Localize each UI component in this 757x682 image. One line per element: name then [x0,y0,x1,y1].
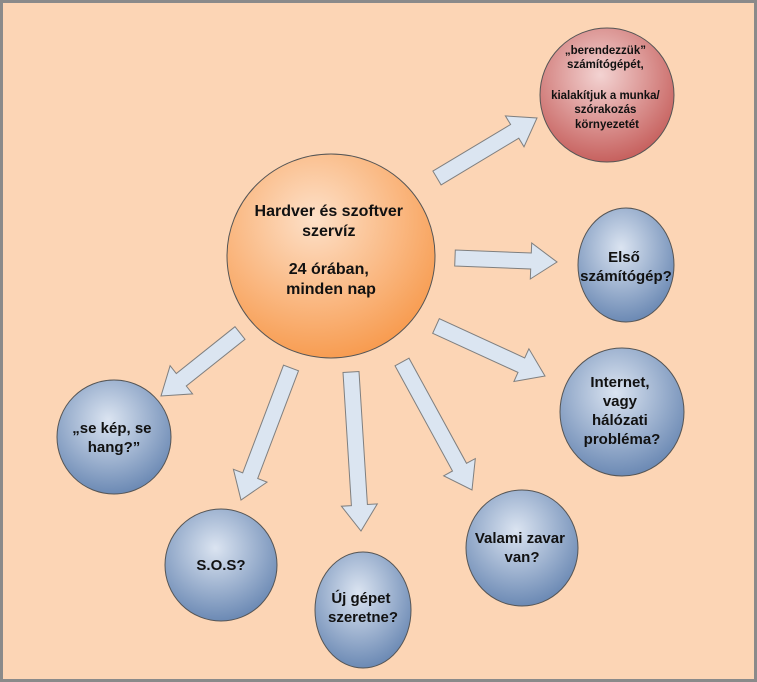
node-circle [314,551,412,669]
node-line: hang?” [88,439,141,456]
node-valami: Valami zavar van? [465,489,579,607]
node-berendezzuk: „berendezzük” számítógépét, kialakítjuk … [539,27,675,163]
node-line: szeretne? [328,609,398,626]
node-label: Első számítógép? [580,249,672,285]
node-line: „se kép, se [72,420,151,437]
node-line: számítógépét, [567,59,644,71]
node-label: Új gépet szeretne? [328,589,398,626]
node-circle [465,489,579,607]
node-line: hálózati [592,412,648,429]
node-line: Valami zavar [475,530,565,547]
node-se-kep: „se kép, se hang?” [56,379,172,495]
node-line: „berendezzük” [565,45,646,57]
node-line: vagy [603,393,638,410]
node-line: van? [504,549,539,566]
arrow-to-internet [432,318,546,383]
node-label: „se kép, se hang?” [72,420,155,456]
arrow-to-valami [394,357,476,491]
node-circle [56,379,172,495]
node-line: kialakítjuk a munka/ [551,90,660,102]
node-line: szórakozás [574,104,636,116]
center-label: Hardver és szoftver szervíz 24 órában, m… [255,203,408,298]
center-node: Hardver és szoftver szervíz 24 órában, m… [226,153,436,359]
node-line: Első [608,249,640,266]
node-line: számítógép? [580,268,672,285]
node-line: Internet, [590,374,649,391]
center-line: Hardver és szoftver [255,203,404,220]
node-sos: S.O.S? [164,508,278,622]
center-line: minden nap [286,281,376,298]
arrow-to-elso [454,242,558,280]
node-circle [559,347,685,477]
node-internet: Internet, vagy hálózati probléma? [559,347,685,477]
arrow-to-uj-gep [340,370,379,532]
node-line: Új gépet [331,589,390,607]
node-label: „berendezzük” számítógépét, kialakítjuk … [551,45,663,131]
arrow-to-sos [232,364,300,501]
arrows [160,115,558,532]
center-circle [226,153,436,359]
node-line: környezetét [575,119,639,131]
node-circle [164,508,278,622]
node-label: Internet, vagy hálózati probléma? [584,374,661,448]
arrow-to-se-kep [160,325,246,397]
node-line: S.O.S? [196,557,245,574]
center-line: 24 órában, [289,261,369,278]
center-line: szervíz [302,223,355,240]
node-uj-gep: Új gépet szeretne? [314,551,412,669]
node-label: Valami zavar van? [475,530,569,566]
node-circle [577,207,675,323]
arrow-to-berendezzuk [432,115,538,186]
node-elso: Első számítógép? [577,207,675,323]
node-label: S.O.S? [196,557,245,574]
node-circle [539,27,675,163]
node-line: probléma? [584,431,661,448]
